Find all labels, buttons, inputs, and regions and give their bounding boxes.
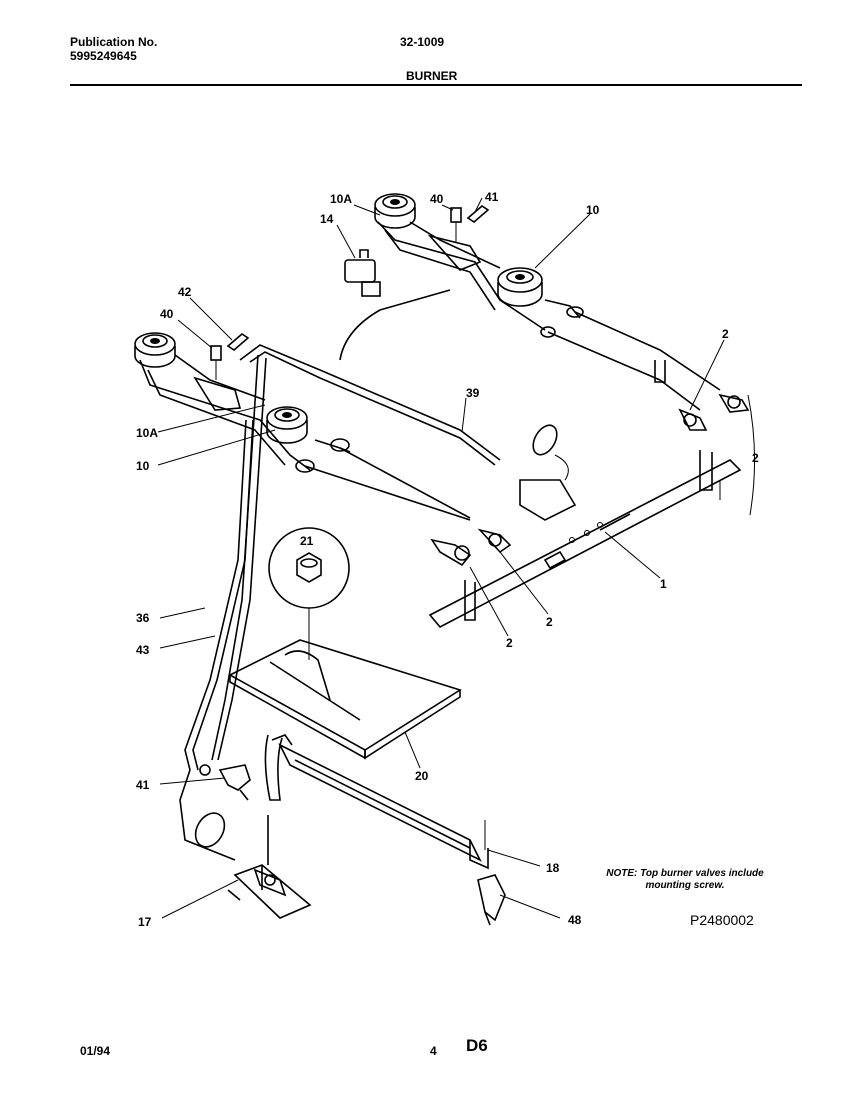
callout-2-rear-valve: 2 bbox=[722, 327, 729, 341]
burner-valves bbox=[430, 393, 750, 567]
callout-36: 36 bbox=[136, 611, 150, 625]
footer-page: 4 bbox=[430, 1044, 437, 1058]
ignition-switch-14 bbox=[344, 249, 381, 297]
oven-baffle-20 bbox=[228, 639, 462, 760]
rear-burner-frame bbox=[377, 221, 584, 338]
front-burner-frame bbox=[139, 354, 351, 473]
oven-gas-tubes-36-43 bbox=[179, 354, 267, 861]
electrode-40-rear bbox=[450, 207, 462, 242]
callout-labels: 10A 40 41 10 14 42 40 10A 10 39 2 2 1 2 … bbox=[136, 190, 759, 929]
callout-10-front: 10 bbox=[136, 459, 150, 473]
pilot-bracket-42 bbox=[199, 764, 251, 801]
publication-label: Publication No. bbox=[70, 35, 158, 49]
valve-note: NOTE: Top burner valves include mounting… bbox=[606, 868, 764, 891]
callout-40-front: 40 bbox=[160, 307, 174, 321]
gas-tubes bbox=[304, 311, 721, 521]
callout-20: 20 bbox=[415, 769, 429, 783]
rear-right-burner bbox=[497, 267, 543, 307]
bracket-41-front bbox=[226, 332, 250, 352]
front-right-burner bbox=[266, 406, 308, 444]
callout-48: 48 bbox=[568, 913, 582, 927]
oven-safety-valve-17 bbox=[194, 812, 312, 919]
publication-number: 5995249645 bbox=[70, 49, 137, 63]
electrode-40-front bbox=[210, 345, 222, 380]
callout-2-right: 2 bbox=[752, 451, 759, 465]
callout-2-front-right: 2 bbox=[546, 615, 553, 629]
callout-21: 21 bbox=[300, 534, 314, 548]
model-number: 32-1009 bbox=[400, 35, 445, 49]
callout-10A-rear: 10A bbox=[330, 192, 352, 206]
nut-21-detail bbox=[268, 527, 350, 660]
footer-date: 01/94 bbox=[80, 1044, 111, 1058]
drawing-code: P2480002 bbox=[690, 912, 754, 928]
header-rule bbox=[70, 84, 802, 86]
footer-code: D6 bbox=[466, 1036, 488, 1055]
thermostat-tube-39 bbox=[239, 289, 577, 521]
gas-manifold-1 bbox=[428, 459, 742, 629]
callout-40-rear: 40 bbox=[430, 192, 444, 206]
section-title: BURNER bbox=[406, 69, 458, 83]
bracket-41-rear bbox=[466, 204, 490, 224]
front-left-burner bbox=[134, 332, 176, 368]
callout-41-front: 42 bbox=[178, 285, 192, 299]
oven-burner-18 bbox=[264, 734, 489, 870]
callout-2-front-left: 2 bbox=[506, 636, 513, 650]
callout-43: 43 bbox=[136, 643, 150, 657]
callout-leaders bbox=[157, 197, 756, 919]
callout-17: 17 bbox=[138, 915, 152, 929]
callout-1: 1 bbox=[660, 577, 667, 591]
manifold-support-brackets bbox=[464, 360, 721, 621]
burner-bracket-48 bbox=[477, 874, 506, 926]
callout-18: 18 bbox=[546, 861, 560, 875]
callout-10-rear: 10 bbox=[586, 203, 600, 217]
rear-left-burner bbox=[374, 193, 416, 229]
callout-42: 41 bbox=[136, 778, 150, 792]
callout-10A-front: 10A bbox=[136, 426, 158, 440]
callout-14: 14 bbox=[320, 212, 334, 226]
callout-41-rear: 41 bbox=[485, 190, 499, 204]
callout-39: 39 bbox=[466, 386, 480, 400]
